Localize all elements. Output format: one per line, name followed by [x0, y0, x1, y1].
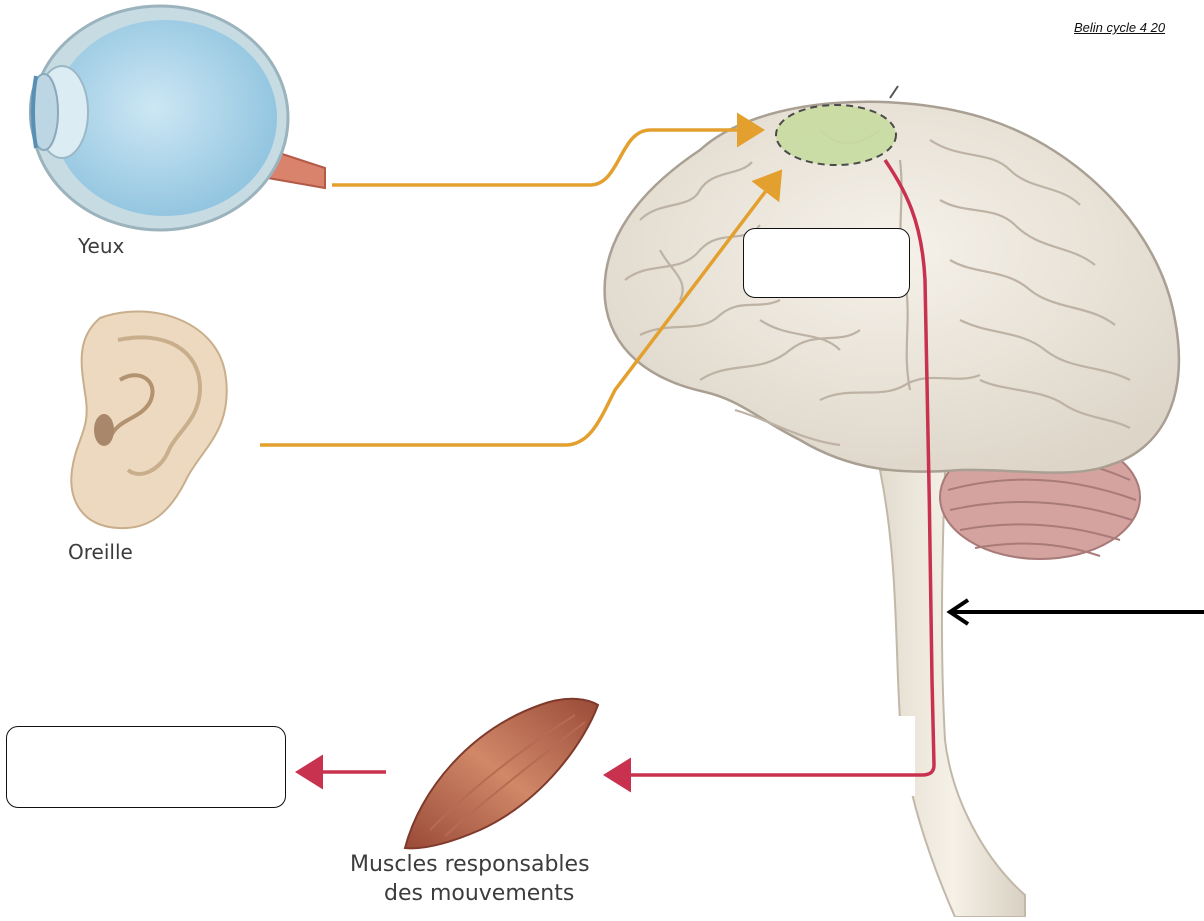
- action-answer-box[interactable]: [6, 726, 286, 808]
- eye-label: Yeux: [78, 234, 124, 258]
- muscle-label-line2: des mouvements: [384, 881, 574, 906]
- leader-tick: [890, 86, 898, 98]
- cover-patch: [715, 716, 915, 796]
- eye-illustration: [30, 6, 325, 230]
- spinal-cord-pointer-arrow: [950, 600, 1204, 624]
- highlighted-brain-area: [776, 105, 896, 165]
- muscle-label-line1: Muscles responsables: [350, 852, 590, 877]
- brain-answer-box[interactable]: [743, 228, 910, 298]
- ear-label: Oreille: [68, 540, 133, 564]
- source-credit: Belin cycle 4 20: [1074, 20, 1165, 35]
- muscle-illustration: [405, 699, 598, 849]
- ear-illustration: [71, 312, 226, 529]
